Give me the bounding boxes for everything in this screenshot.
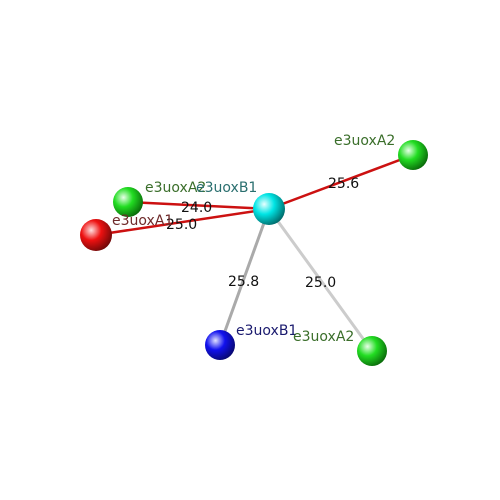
edge-distance-label: 25.8 xyxy=(228,274,259,290)
node-sphere-a1 xyxy=(80,219,112,251)
node-sphere-a2-right xyxy=(398,140,428,170)
node-sphere-a2-bottom xyxy=(357,336,387,366)
node-label-a2-bottom: e3uoxA2 xyxy=(293,329,354,345)
edge-distance-label: 24.0 xyxy=(181,200,212,216)
edge-hub-a2-left xyxy=(126,200,271,211)
node-label-b1: e3uoxB1 xyxy=(236,323,297,339)
node-label-a2-right: e3uoxA2 xyxy=(334,133,395,149)
node-sphere-hub xyxy=(253,193,285,225)
edge-hub-b1 xyxy=(218,207,271,347)
node-sphere-a2-left xyxy=(113,187,143,217)
edge-distance-label: 25.0 xyxy=(166,217,197,233)
node-sphere-b1 xyxy=(205,330,235,360)
node-label-hub: e3uoxB1 xyxy=(196,180,257,196)
edge-hub-a2-right xyxy=(267,153,415,211)
node-label-a1: e3uoxA1 xyxy=(112,213,173,229)
edge-distance-label: 25.0 xyxy=(305,275,336,291)
edge-hub-a2-bottom xyxy=(267,207,374,353)
edge-distance-label: 25.6 xyxy=(328,176,359,192)
edge-hub-a1 xyxy=(94,207,271,237)
node-label-a2-left: e3uoxA2 xyxy=(145,180,206,196)
